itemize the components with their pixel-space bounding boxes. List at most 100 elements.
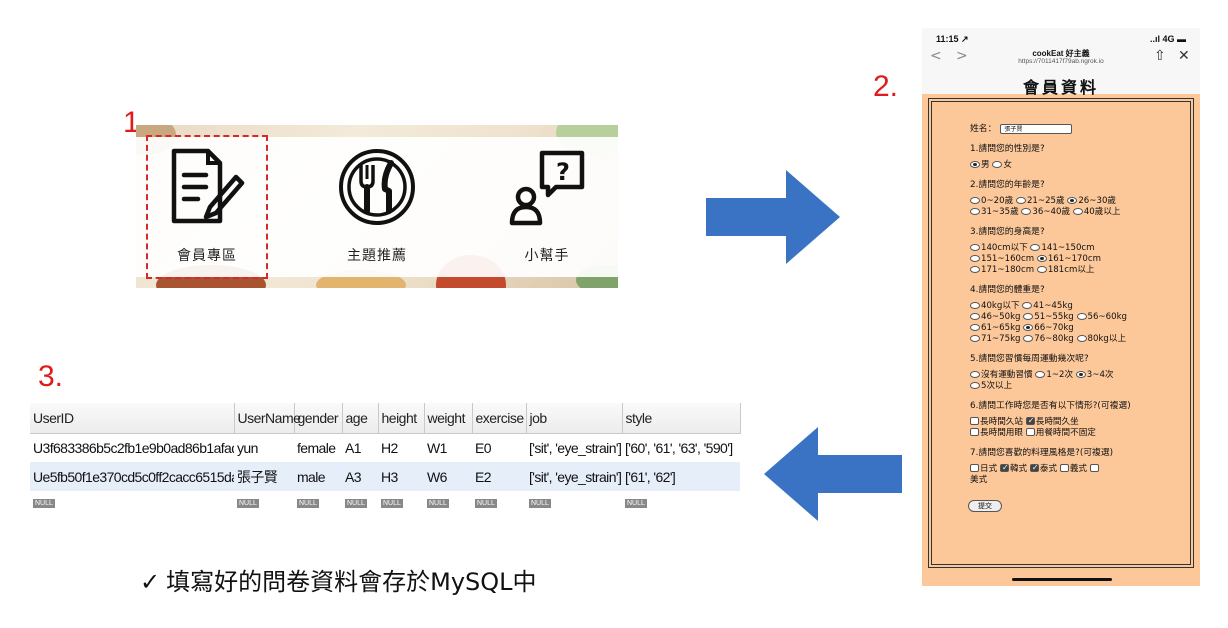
checkbox-option[interactable] <box>970 428 979 436</box>
table-cell[interactable]: Ue5fb50f1e370cd5c0ff2cacc6515dada <box>30 462 234 491</box>
checkbox-option[interactable] <box>1059 464 1069 472</box>
table-cell[interactable]: W1 <box>427 439 447 456</box>
column-header[interactable]: age <box>342 403 379 434</box>
checkbox-option[interactable] <box>1025 428 1035 436</box>
svg-text:?: ? <box>556 158 570 186</box>
radio-option[interactable] <box>1076 313 1087 320</box>
column-header[interactable]: exercise <box>472 403 527 434</box>
url-bar: cookEat 好主義 https://7011417f79ab.ngrok.i… <box>922 48 1200 70</box>
column-header[interactable]: job <box>526 403 623 434</box>
table-row-selected[interactable]: Ue5fb50f1e370cd5c0ff2cacc6515dada 張子賢 ma… <box>30 462 740 491</box>
option-label: 161~170cm <box>1047 254 1101 264</box>
radio-female[interactable] <box>992 161 1003 168</box>
radio-option[interactable] <box>1035 371 1046 378</box>
radio-option[interactable] <box>1036 266 1047 273</box>
radio-option[interactable] <box>1023 335 1034 342</box>
radio-option[interactable] <box>1021 208 1032 215</box>
menu-item-label: 主題推薦 <box>347 248 407 264</box>
radio-option[interactable] <box>1023 313 1034 320</box>
table-cell[interactable]: male <box>294 462 342 491</box>
table-cell[interactable]: A1 <box>345 439 362 456</box>
table-cell[interactable]: A3 <box>342 462 378 491</box>
table-cell[interactable]: female <box>297 439 336 456</box>
table-cell[interactable]: H3 <box>378 462 424 491</box>
caption-text: 填寫好的問卷資料會存於MySQL中 <box>166 568 537 596</box>
menu-item-helper[interactable]: ? 小幫手 <box>488 137 606 277</box>
radio-option[interactable] <box>970 371 980 378</box>
radio-option[interactable] <box>970 382 980 389</box>
radio-option[interactable] <box>970 208 980 215</box>
option-label: 義式 <box>1069 464 1088 474</box>
checkbox-option[interactable] <box>1029 462 1039 473</box>
radio-option[interactable] <box>1075 371 1086 378</box>
null-marker: NULL <box>345 499 367 508</box>
radio-option[interactable] <box>1015 197 1026 204</box>
option-label: 51~55kg <box>1034 312 1074 322</box>
name-input[interactable]: 張子賢 <box>1000 124 1073 134</box>
radio-option[interactable] <box>1023 324 1034 331</box>
radio-option[interactable] <box>1030 244 1041 251</box>
table-cell[interactable]: ['sit', 'eye_strain'] <box>526 462 622 491</box>
checkbox-option[interactable] <box>999 462 1009 473</box>
column-header[interactable]: weight <box>424 403 473 434</box>
radio-option[interactable] <box>970 302 980 309</box>
status-signal: ..ıl 4G ▬ <box>1149 34 1186 44</box>
menu-item-member-area[interactable]: 會員專區 <box>146 135 268 279</box>
option-label: 沒有運動習慣 <box>981 370 1033 380</box>
browser-chrome: 11:15 ↗ ..ıl 4G ▬ cookEat 好主義 https://70… <box>922 28 1200 94</box>
menu-item-label: 會員專區 <box>177 248 237 264</box>
table-cell[interactable]: U3f683386b5c2fb1e9b0ad86b1afad8b0 <box>33 439 234 456</box>
radio-option[interactable] <box>1076 335 1087 342</box>
option-label: 26~30歲 <box>1078 196 1117 206</box>
caption: ✓填寫好的問卷資料會存於MySQL中 <box>140 562 537 597</box>
table-cell[interactable]: H2 <box>381 439 398 456</box>
checkbox-option[interactable] <box>970 417 979 425</box>
table-cell[interactable]: 張子賢 <box>234 462 294 491</box>
column-header[interactable]: style <box>622 403 741 434</box>
back-icon[interactable]: < <box>930 48 942 64</box>
share-icon[interactable]: ⇧ <box>1154 48 1166 64</box>
question-text: 3.請問您的身高是? <box>970 227 1045 237</box>
column-header[interactable]: gender <box>294 403 343 434</box>
checkbox-option[interactable] <box>1025 415 1035 426</box>
question-age: 2.請問您的年齡是? 0~20歲 21~25歲 26~30歲 31~35歲 36… <box>970 180 1180 218</box>
radio-option[interactable] <box>970 313 980 320</box>
radio-option[interactable] <box>1067 197 1078 204</box>
radio-option[interactable] <box>970 197 980 204</box>
table-cell[interactable]: ['61', '62'] <box>622 462 740 491</box>
forward-icon[interactable]: > <box>956 48 968 64</box>
radio-option[interactable] <box>970 335 980 342</box>
menu-item-recommendations[interactable]: 主題推薦 <box>318 137 436 277</box>
option-label: 日式 <box>980 464 998 474</box>
table-row-new[interactable]: NULL NULL NULL NULL NULL NULL NULL NULL … <box>30 491 740 509</box>
radio-male[interactable] <box>970 161 980 168</box>
radio-option[interactable] <box>970 244 980 251</box>
option-label: 長時間久坐 <box>1035 417 1079 427</box>
status-bar: 11:15 ↗ ..ıl 4G ▬ <box>936 34 1186 45</box>
close-icon[interactable]: ✕ <box>1178 48 1190 64</box>
table-cell[interactable]: E2 <box>472 462 526 491</box>
radio-option[interactable] <box>970 266 980 273</box>
table-cell[interactable]: W6 <box>424 462 472 491</box>
mysql-result-table: UserID UserName gender age height weight… <box>30 403 741 513</box>
table-cell[interactable]: ['60', '61', '63', '590'] <box>625 439 733 456</box>
table-row[interactable]: U3f683386b5c2fb1e9b0ad86b1afad8b0 yun fe… <box>30 433 740 462</box>
option-label: 長時間用眼 <box>980 428 1023 438</box>
table-cell[interactable]: ['sit', 'eye_strain'] <box>529 439 622 456</box>
column-header[interactable]: height <box>378 403 425 434</box>
arrow-right-icon <box>706 170 840 264</box>
submit-button[interactable]: 提交 <box>968 500 1002 512</box>
table-cell[interactable]: yun <box>237 439 258 456</box>
checkbox-option[interactable] <box>970 464 979 472</box>
radio-option[interactable] <box>1022 302 1033 309</box>
radio-option[interactable] <box>1072 208 1083 215</box>
radio-option[interactable] <box>970 255 980 262</box>
null-marker: NULL <box>381 499 403 508</box>
option-label: 泰式 <box>1039 464 1058 474</box>
radio-option[interactable] <box>1036 255 1047 262</box>
column-header[interactable]: UserName <box>234 403 301 434</box>
column-header[interactable]: UserID <box>30 403 235 434</box>
table-cell[interactable]: E0 <box>475 439 492 456</box>
radio-option[interactable] <box>970 324 980 331</box>
checkbox-option[interactable] <box>1089 464 1099 472</box>
